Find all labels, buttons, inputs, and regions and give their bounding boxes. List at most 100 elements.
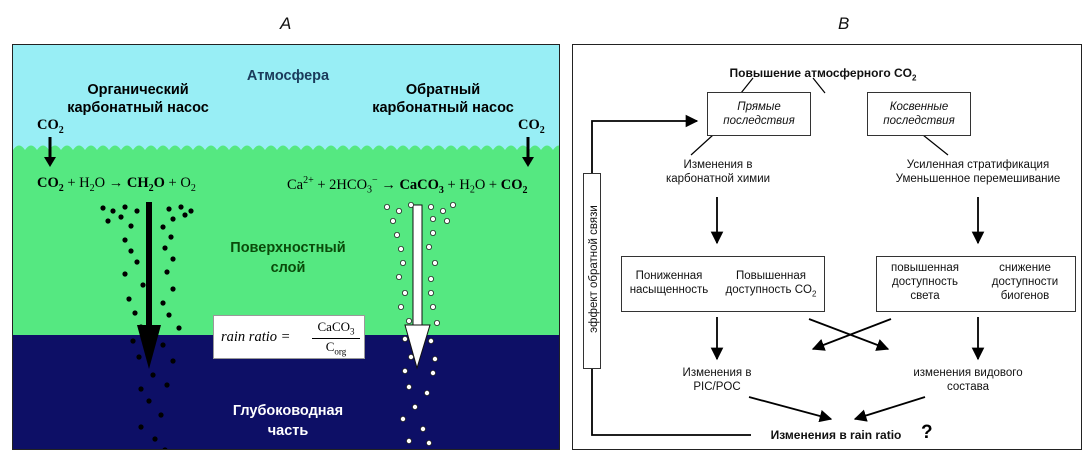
atmosphere-label: Атмосфера <box>246 68 330 84</box>
carbonate-particle <box>429 303 436 310</box>
organic-particle <box>166 312 172 318</box>
carbonate-particle <box>407 353 414 360</box>
organic-sinking-arrowhead <box>137 325 161 369</box>
organic-particle <box>138 324 144 330</box>
carbonate-particle <box>401 289 408 296</box>
carbonate-particle <box>397 245 404 252</box>
carbonate-particle <box>389 217 396 224</box>
carbonate-particle <box>429 229 436 236</box>
feedback-effect-box: эффект обратной связи <box>583 173 601 369</box>
carbonate-particle <box>427 275 434 282</box>
carbonate-particle <box>395 207 402 214</box>
co2-label-right: CO2 <box>518 117 545 136</box>
carbonate-particle <box>397 303 404 310</box>
panel-b-letter: B <box>838 14 850 33</box>
organic-particle <box>122 204 128 210</box>
organic-particle <box>132 310 138 316</box>
carbonate-particle <box>411 403 418 410</box>
carbonate-particle <box>383 203 390 210</box>
organic-particle <box>146 398 152 404</box>
atmosphere-band <box>13 45 559 150</box>
organic-pump-title: Органический карбонатный насос <box>67 82 209 116</box>
ocean-background <box>13 45 559 449</box>
organic-particle <box>170 216 176 222</box>
organic-particle <box>168 234 174 240</box>
organic-particle <box>160 342 166 348</box>
carbonate-particle <box>449 201 456 208</box>
organic-particle <box>118 214 124 220</box>
organic-particle <box>136 354 142 360</box>
species-to-rain-arrow <box>853 396 926 422</box>
panel-a-ocean-diagram: Атмосфера Органический карбонатный насос… <box>12 44 560 450</box>
organic-particle <box>176 325 182 331</box>
carbonate-particle <box>395 273 402 280</box>
carbonate-particle <box>393 231 400 238</box>
carbonate-particle <box>429 215 436 222</box>
organic-particle <box>170 286 176 292</box>
calcification-equation: Ca2+ + 2HCO3− → CaCO3 + H2O + CO2 <box>287 175 528 196</box>
title-to-direct-line <box>740 77 754 94</box>
carbonate-particle <box>433 319 440 326</box>
organic-particle <box>105 218 111 224</box>
organic-particle <box>150 372 156 378</box>
carbonate-particle <box>423 389 430 396</box>
organic-particles <box>100 204 194 449</box>
co2-label-left: CO2 <box>37 117 64 136</box>
direct-to-carbonate-line <box>690 134 714 156</box>
organic-particle <box>128 223 134 229</box>
organic-particle <box>182 212 188 218</box>
co2-in-arrowhead-left <box>44 157 56 167</box>
deep-layer-label: Глубоководная часть <box>232 403 344 439</box>
co2-out-arrowhead-right <box>522 157 534 167</box>
organic-particle <box>138 386 144 392</box>
rain-ratio-fraction: CaCO3 Corg <box>312 319 360 356</box>
organic-particle <box>164 269 170 275</box>
carbonate-particle <box>399 259 406 266</box>
carbonate-particle <box>429 369 436 376</box>
reverse-pump-title: Обратный карбонатный насос <box>372 82 514 116</box>
organic-particle <box>138 424 144 430</box>
carbonate-particles <box>383 201 456 446</box>
carbonate-particle <box>401 335 408 342</box>
carbonate-particle <box>407 201 414 208</box>
carbonate-particle <box>405 437 412 444</box>
picpoc-to-rain-arrow <box>748 396 833 423</box>
surface-layer-label: Поверхностный слой <box>230 240 346 276</box>
organic-particle <box>126 296 132 302</box>
organic-particle <box>128 248 134 254</box>
organic-particle <box>140 282 146 288</box>
organic-particle <box>134 259 140 265</box>
organic-particle <box>188 208 194 214</box>
carbonate-particle <box>431 259 438 266</box>
organic-particle <box>164 382 170 388</box>
organic-particle <box>134 208 140 214</box>
organic-particle <box>170 358 176 364</box>
carbonate-particle <box>401 367 408 374</box>
rising-co2-title: Повышение атмосферного CO2 <box>729 66 917 83</box>
organic-particle <box>130 338 136 344</box>
indirect-to-strat-line <box>922 134 949 156</box>
organic-particle <box>170 256 176 262</box>
reverse-sinking-arrow-shaft <box>412 204 423 326</box>
carbonate-particle <box>425 439 432 446</box>
photosynthesis-equation: CO2 + H2O → CH2O + O2 <box>37 175 196 194</box>
question-mark: ? <box>921 422 933 443</box>
organic-particle <box>160 224 166 230</box>
organic-particle <box>100 205 106 211</box>
organic-particle <box>162 245 168 251</box>
organic-particle <box>160 300 166 306</box>
carbonate-particle <box>399 415 406 422</box>
organic-particle <box>166 206 172 212</box>
carbonate-particle <box>405 317 412 324</box>
carbonate-particle <box>419 425 426 432</box>
reverse-sinking-arrowhead <box>404 324 431 370</box>
